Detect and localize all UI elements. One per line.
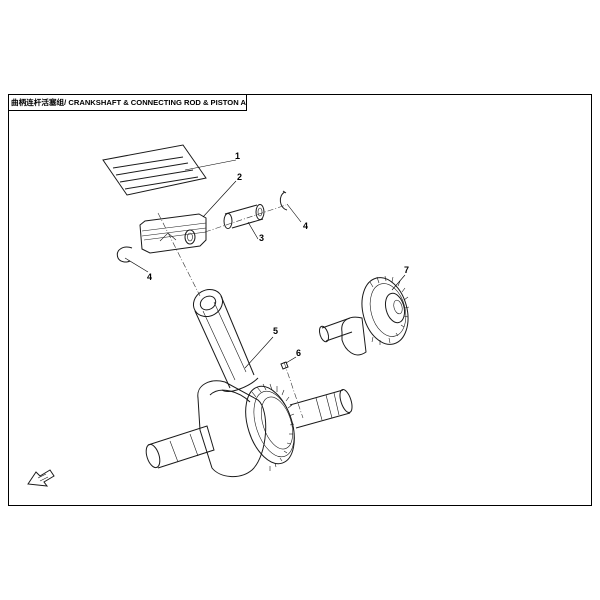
- connecting-rod: [192, 288, 259, 392]
- callout-3: 3: [259, 233, 265, 243]
- callout-4-left: 4: [147, 272, 153, 282]
- leader-lines: [124, 159, 406, 369]
- callout-5: 5: [273, 326, 279, 336]
- circlip-right: [279, 190, 288, 211]
- balance-shaft-gear: [318, 275, 410, 356]
- callout-7: 7: [404, 265, 410, 275]
- title-box: [8, 94, 247, 111]
- drawing-border: [8, 94, 592, 506]
- piston: [139, 213, 207, 254]
- circlip-left: [116, 246, 133, 263]
- piston-pin: [223, 204, 265, 229]
- axis-line-piston: [157, 212, 201, 297]
- crankshaft: [145, 380, 353, 477]
- direction-arrow-icon: [27, 469, 55, 487]
- piston-rings: [102, 144, 207, 196]
- callout-2: 2: [237, 172, 243, 182]
- callout-4-right: 4: [303, 221, 309, 231]
- axis-line-key: [283, 361, 304, 419]
- callout-1: 1: [235, 151, 241, 161]
- woodruff-key: [280, 361, 289, 370]
- axis-line-pin: [204, 204, 287, 233]
- callout-6: 6: [296, 348, 302, 358]
- diagram-title: 曲柄连杆活塞组/ CRANKSHAFT & CONNECTING ROD & P…: [11, 98, 247, 107]
